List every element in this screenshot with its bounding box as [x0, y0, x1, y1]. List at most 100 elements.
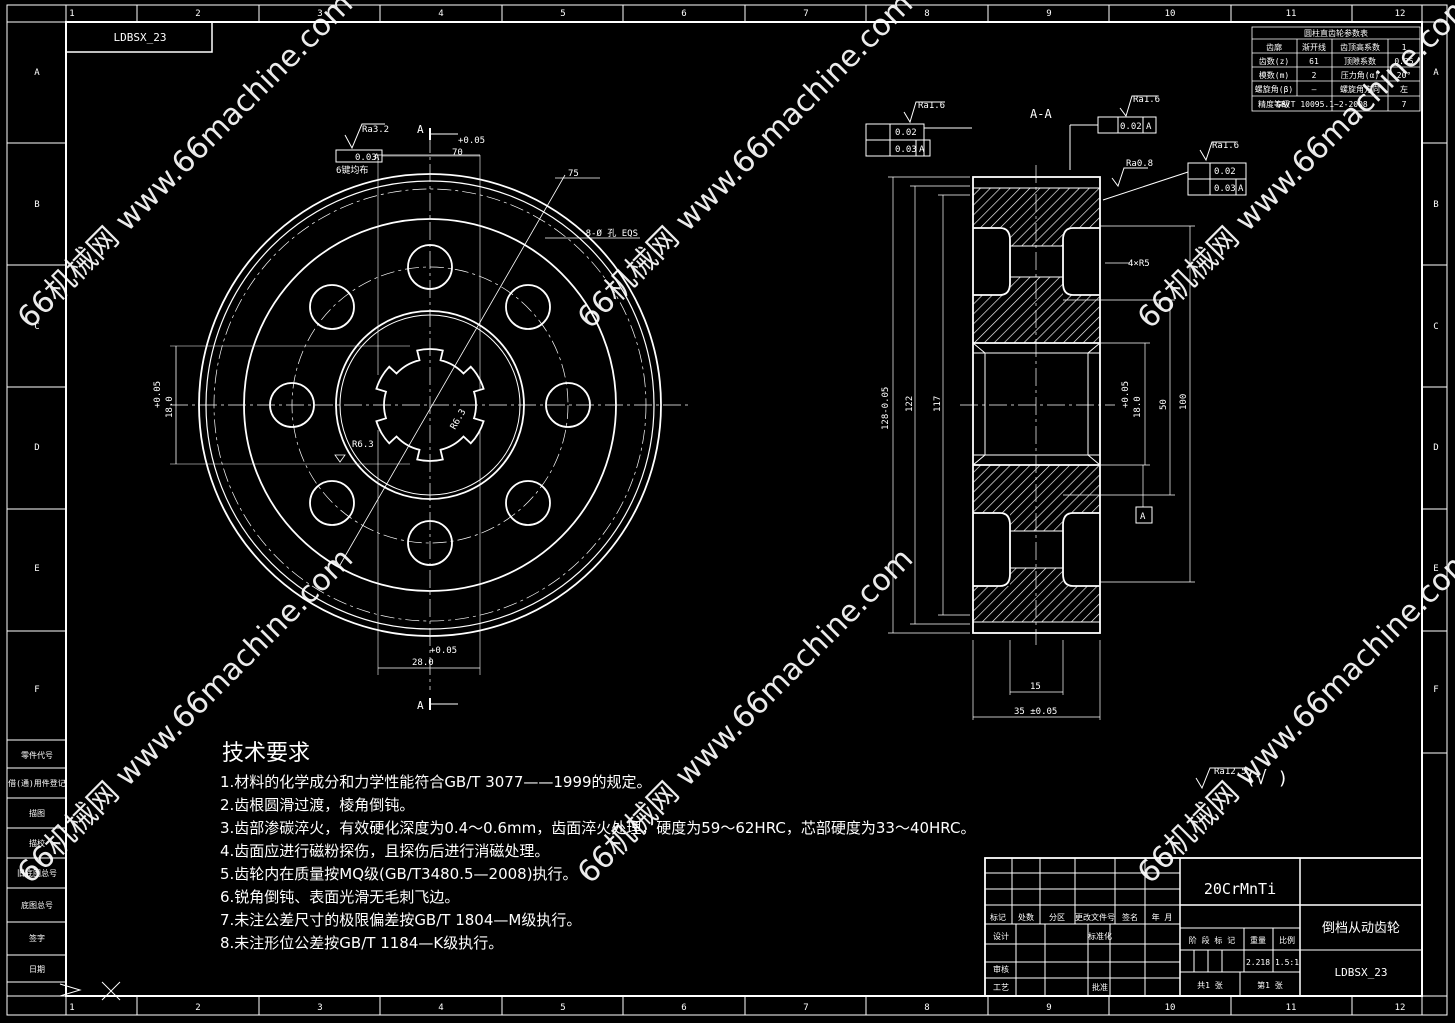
dim-75: 75: [568, 169, 579, 179]
title-header-cell: 更改文件号: [1075, 912, 1115, 922]
side-label: 签字: [29, 933, 45, 943]
weight-value: 2.218: [1246, 958, 1270, 967]
front-view-labels: +0.05 70 +0.05 28.0 +0.05 18.0 75 8-Ø 孔 …: [153, 123, 638, 712]
title-row-label: 审核: [993, 964, 1009, 974]
params-cell: 模数(m): [1259, 70, 1289, 80]
title-header-cell: 分区: [1049, 913, 1065, 922]
grid-row-right: A: [1433, 68, 1439, 78]
grid-row-right: F: [1433, 685, 1438, 695]
grid-col-bottom: 3: [317, 1003, 322, 1013]
params-cell: 螺旋角方向: [1340, 84, 1380, 94]
grid-col-bottom: 1: [69, 1003, 74, 1013]
dim-18-tol: +0.05: [1121, 381, 1131, 408]
dim-bottom: 28.0: [412, 658, 434, 668]
section-view: [865, 95, 1247, 790]
side-label: 借(通)用件登记: [8, 778, 66, 788]
grid-row-right: C: [1433, 322, 1438, 332]
dim-top: 70: [452, 148, 463, 158]
grid-col-top: 8: [924, 9, 929, 19]
radius-1: R6.3: [352, 440, 374, 450]
params-table: [1251, 26, 1421, 112]
side-label: 描校: [29, 838, 45, 848]
tol-sym-value: 0.03: [355, 153, 377, 163]
scale-label: 比例: [1279, 935, 1295, 945]
roughness-paren: (√ ): [1245, 768, 1288, 789]
grid-col-bottom: 11: [1286, 1003, 1297, 1013]
id-box: LDBSX_23: [65, 21, 213, 53]
std-label: 标准化: [1088, 931, 1112, 941]
dim-100: 100: [1179, 394, 1189, 410]
radius-2: R6.3: [449, 408, 469, 432]
dim-15: 15: [1030, 682, 1041, 692]
title-row-label: 设计: [993, 931, 1009, 941]
grid-col-bottom: 6: [681, 1003, 686, 1013]
section-view-labels: A-A Ra1.6 Ra1.6 Ra1.6 Ra0.8 0.02 A 0.02 …: [881, 95, 1288, 789]
side-label: 描图: [29, 808, 45, 818]
fcf-left-datum: A: [919, 145, 925, 155]
params-cell: 齿廓: [1266, 42, 1282, 52]
note-line: 5.齿轮内在质量按MQ级(GB/T3480.5—2008)执行。: [220, 865, 578, 883]
grid-col-top: 1: [69, 9, 74, 19]
note-line: 1.材料的化学成分和力学性能符合GB/T 3077——1999的规定。: [220, 773, 652, 791]
grid-row-left: A: [34, 68, 40, 78]
fcf-right-value-2: 0.03: [1214, 184, 1236, 194]
fcf-left-value-2: 0.03: [895, 145, 917, 155]
grid-col-bottom: 12: [1395, 1003, 1406, 1013]
params-cell: 左: [1400, 84, 1408, 94]
weight-label: 重量: [1250, 935, 1266, 945]
grid-col-top: 6: [681, 9, 686, 19]
dim-left: 18.0: [165, 396, 175, 418]
params-cell: 7: [1402, 100, 1407, 109]
note-line: 6.锐角倒钝、表面光滑无毛刺飞边。: [220, 888, 459, 906]
side-label: 零件代号: [21, 750, 53, 760]
fcf-top-datum: A: [1146, 122, 1152, 132]
scale-value: 1.5:1: [1275, 958, 1299, 967]
grid-col-top: 3: [317, 9, 322, 19]
params-cell: 螺旋角(β): [1255, 84, 1293, 94]
grid-col-bottom: 2: [195, 1003, 200, 1013]
ra16-right: Ra1.6: [1212, 141, 1239, 151]
sheets-total: 共1 张: [1197, 981, 1223, 990]
grid-row-left: F: [34, 685, 39, 695]
dim-117: 117: [933, 396, 943, 412]
grid-row-right: B: [1433, 200, 1438, 210]
cut-mark-bottom: A: [417, 699, 424, 712]
grid-row-left: C: [34, 322, 39, 332]
watermark-text: 66机械网 www.66machine.com: [1131, 541, 1455, 890]
grid-col-top: 12: [1395, 9, 1406, 19]
title-header-cell: 年 月: [1152, 912, 1173, 922]
params-cell: 1: [1402, 43, 1407, 52]
side-strip: [6, 739, 121, 1001]
part-name: 倒档从动齿轮: [1322, 921, 1400, 936]
grid-row-left: B: [34, 200, 39, 210]
grid-col-top: 10: [1165, 9, 1176, 19]
params-cell: 61: [1309, 57, 1319, 66]
params-cell: 压力角(α): [1341, 70, 1379, 80]
stage-label: 阶 段 标 记: [1189, 935, 1235, 945]
roughness-general: Ra12.5: [1214, 767, 1247, 777]
params-cell: 顶隙系数: [1344, 56, 1376, 66]
section-label: A-A: [1030, 107, 1052, 121]
title-block: [984, 857, 1423, 997]
side-label: 日期: [29, 965, 45, 974]
watermark-text: 66机械网 www.66machine.com: [11, 541, 360, 890]
side-label: 旧底图总号: [17, 868, 57, 878]
fcf-top-value: 0.02: [1120, 122, 1142, 132]
watermark-text: 66机械网 www.66machine.com: [571, 541, 920, 890]
note-line: 7.未注公差尺寸的极限偏差按GB/T 1804—M级执行。: [220, 911, 581, 929]
params-cell: 20°: [1397, 71, 1411, 80]
grid-col-bottom: 5: [560, 1003, 565, 1013]
note-line: 4.齿面应进行磁粉探伤，且探伤后进行消磁处理。: [220, 842, 549, 860]
grid-col-top: 5: [560, 9, 565, 19]
grid-col-top: 4: [438, 9, 443, 19]
grid-row-left: E: [34, 564, 39, 574]
watermark-text: 66机械网 www.66machine.com: [571, 0, 920, 336]
grid-ticks: [7, 5, 1447, 1015]
params-cell: 0.25: [1394, 57, 1413, 66]
grid-row-left: D: [34, 443, 39, 453]
id-box-text: LDBSX_23: [114, 31, 167, 44]
